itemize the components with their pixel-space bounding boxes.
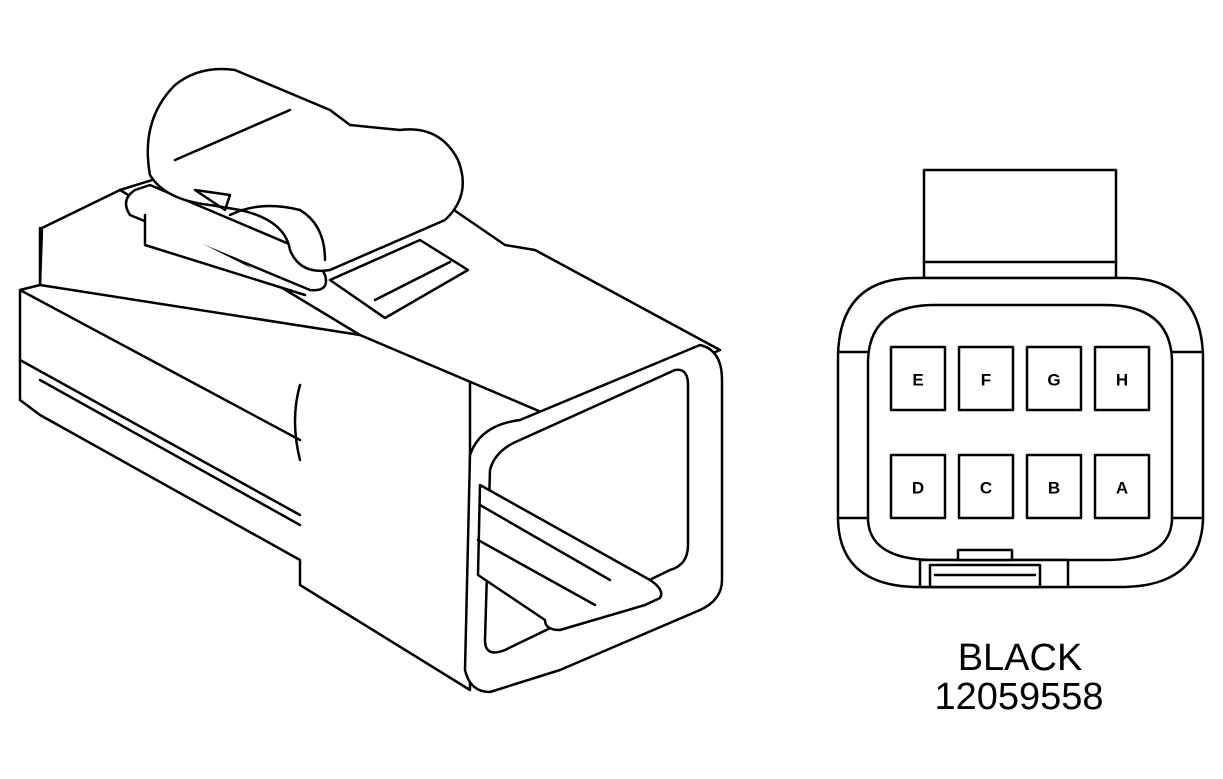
pin-cavity-F: F (957, 345, 1015, 412)
lock-clip-loop (146, 67, 465, 273)
front-housing-inner (866, 303, 1174, 562)
pin-cavity-box (957, 345, 1015, 412)
pin-label: G (1047, 371, 1060, 390)
latch-slot-inner (373, 260, 452, 302)
pin-cavity-box (889, 345, 947, 412)
body-ridge-lines (18, 226, 362, 527)
pin-cavity-H: H (1093, 345, 1151, 412)
pin-cavity-box (889, 453, 947, 520)
pin-cavity-C: C (957, 453, 1015, 520)
pin-cavity-G: G (1025, 345, 1083, 412)
lock-clip-band (143, 213, 307, 297)
pin-cavity-D: D (889, 453, 947, 520)
pin-label: B (1048, 479, 1060, 498)
latch-slot (328, 238, 470, 320)
body-step-line (293, 383, 302, 462)
pin-cavity-E: E (889, 345, 947, 412)
front-housing-outer (836, 276, 1205, 589)
pin-label: D (912, 479, 924, 498)
front-latch-block (922, 168, 1118, 280)
front-bottom-key-inner (928, 548, 1042, 589)
pin-cavity-box (957, 453, 1015, 520)
pin-label: F (981, 371, 991, 390)
tongue-lines (476, 503, 612, 607)
pin-cavity-box (1093, 453, 1151, 520)
pin-cavity-A: A (1093, 453, 1151, 520)
lock-clip-detail (173, 108, 327, 262)
pin-cavity-box (1025, 453, 1083, 520)
connector-isometric-view (18, 67, 724, 694)
pin-label: A (1116, 479, 1128, 498)
pin-cavity-box (1025, 345, 1083, 412)
pin-label: E (912, 371, 923, 390)
connector-color-label: BLACK (958, 637, 1083, 679)
connector-part-number: 12059558 (934, 676, 1103, 718)
pin-label: H (1116, 371, 1128, 390)
front-side-ribs (836, 350, 1205, 520)
pin-label: C (980, 479, 992, 498)
connector-front-view: E F G H D C B A (836, 168, 1205, 589)
pin-cavity-box (1093, 345, 1151, 412)
pin-cavity-B: B (1025, 453, 1083, 520)
lock-clip-base (124, 183, 328, 292)
